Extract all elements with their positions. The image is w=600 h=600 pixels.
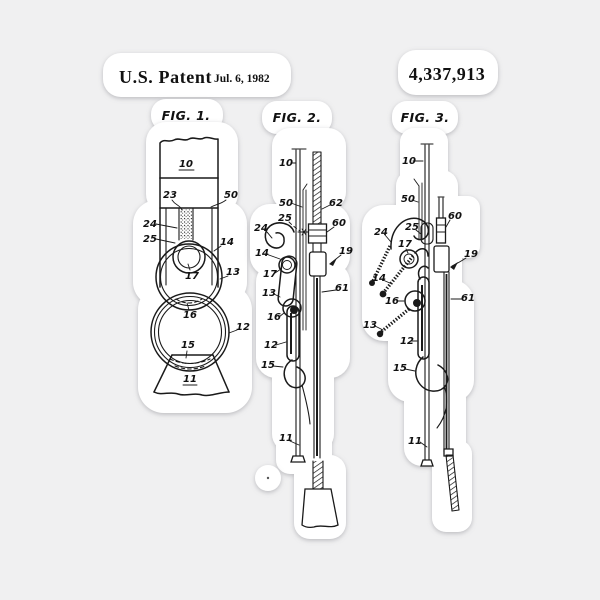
fig3-drawing: 10 50 60 25 24 17 14 19 16 13 12 61 15 1…: [363, 143, 478, 512]
fig1-dashed-15a: [169, 358, 211, 365]
fig3-part-60: 60: [448, 211, 462, 222]
fig2-collar60: [307, 223, 328, 244]
fig2-part-24: 24: [254, 223, 268, 234]
fig2-part-62: 62: [329, 198, 343, 209]
fig2-part-11: 11: [279, 433, 293, 444]
fig3-part-17: 17: [398, 239, 412, 250]
fig3-hook24-shank: [371, 245, 392, 282]
fig3-part-14: 14: [372, 273, 386, 284]
fig2-drawing: 10 50 62 25 24 60 14 19 17 13 16 61 12 1…: [254, 148, 353, 529]
fig1-drawing: 10 23 50 24 25 14 17 13 16 12 15 11: [143, 136, 250, 397]
fig2-caption: FIG. 2.: [273, 110, 322, 125]
fig1-caption: FIG. 1.: [162, 108, 211, 123]
fig3-part-25: 25: [405, 222, 419, 233]
fig3-hook24: [390, 217, 430, 250]
fig2-part-17: 17: [263, 269, 277, 280]
fig2-sleeve19: [308, 251, 327, 277]
fig3-part-61: 61: [461, 293, 475, 304]
fig3-link12: [417, 276, 430, 360]
fig3-collar60: [435, 217, 447, 244]
fig3-part-10: 10: [402, 156, 416, 167]
fig3-eyelet16: [404, 290, 426, 312]
fig3-pole-foot: [420, 459, 434, 467]
stray-dot: [266, 476, 270, 480]
fig3-part-11: 11: [408, 436, 422, 447]
fig2-part-60: 60: [332, 218, 346, 229]
fig3-eyelet17: [399, 249, 419, 269]
patent-label: U.S. Patent: [119, 67, 212, 87]
fig3-part-16: 16: [385, 296, 399, 307]
fig1-base-bottom: [153, 391, 230, 397]
fig1-part-15: 15: [181, 340, 195, 351]
fig1-dashed-16: [175, 298, 203, 304]
header: U.S. Patent Jul. 6, 1982 4,337,913: [119, 64, 485, 87]
fig1-part-11: 11: [183, 374, 197, 385]
fig1-dashed-15b: [174, 365, 206, 370]
sticker-blob-fig3-label: [392, 101, 458, 134]
fig2-part-19: 19: [339, 246, 353, 257]
fig3-caption: FIG. 3.: [401, 110, 450, 125]
fig2-link13: [277, 255, 298, 307]
fig1-part-12: 12: [236, 322, 250, 333]
fig2-rod62-hatch: [313, 152, 321, 224]
fig2-butt-hatch: [313, 461, 323, 489]
fig1-ring12-outer: [150, 292, 230, 372]
sticker-blob-fig2-label: [262, 101, 332, 134]
issue-date: Jul. 6, 1982: [214, 73, 270, 85]
fig2-part-13: 13: [262, 288, 276, 299]
fig3-butt-hatch: [446, 455, 459, 511]
fig2-hook24: [264, 222, 295, 249]
fig1-part-17: 17: [185, 271, 199, 282]
fig3-part-15: 15: [393, 363, 407, 374]
fig2-part-10: 10: [279, 158, 293, 169]
fig2-part-12: 12: [264, 340, 278, 351]
fig2-plug: [301, 488, 339, 529]
fig2-part-14: 14: [255, 248, 269, 259]
fig2-pole-foot: [290, 455, 306, 463]
fig3-part-50: 50: [401, 194, 415, 205]
fig3-sleeve19: [433, 245, 450, 273]
fig1-body-outline: [159, 136, 219, 179]
fig1-part-25: 25: [143, 234, 157, 245]
fig1-part-16: 16: [183, 310, 197, 321]
fig2-part-61: 61: [335, 283, 349, 294]
fig3-clip14: [382, 254, 415, 294]
fig1-part-50: 50: [224, 190, 238, 201]
fig2-link12: [286, 305, 300, 362]
fig3-part-19: 19: [464, 249, 478, 260]
fig1-part-14: 14: [220, 237, 234, 248]
fig1-part-10: 10: [179, 159, 193, 170]
fig3-part-24: 24: [374, 227, 388, 238]
fig1-part-23: 23: [163, 190, 177, 201]
fig3-part-13: 13: [363, 320, 377, 331]
fig1-part-24: 24: [143, 219, 157, 230]
fig1-ring13-inner: [159, 247, 219, 307]
fig2-part-15: 15: [261, 360, 275, 371]
fig2-part-50: 50: [279, 198, 293, 209]
fig1-part-13: 13: [226, 267, 240, 278]
patent-number: 4,337,913: [409, 64, 486, 84]
fig2-loop15: [283, 359, 306, 389]
fig3-part-12: 12: [400, 336, 414, 347]
sticker-blob-header-right: [398, 50, 498, 95]
fig1-bead-outer: [172, 240, 206, 274]
sticker-blob-header-left: [103, 53, 291, 97]
fig1-strip-stipple: [180, 209, 192, 239]
fig2-part-25: 25: [278, 213, 292, 224]
fig2-part-16: 16: [267, 312, 281, 323]
